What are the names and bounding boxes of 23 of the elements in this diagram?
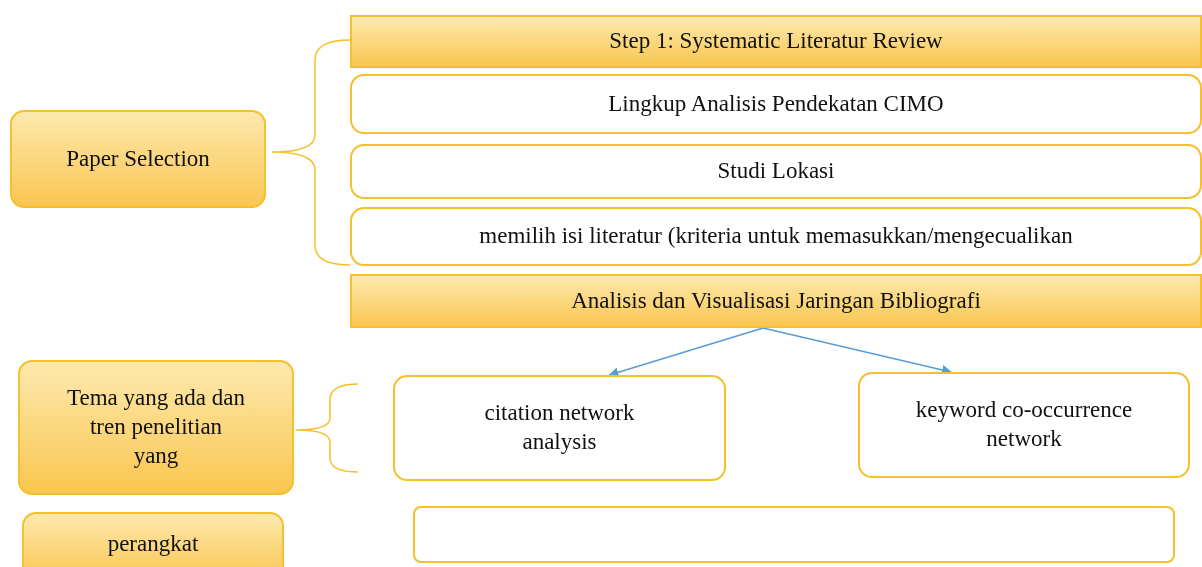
node-label: Step 1: Systematic Literatur Review xyxy=(609,27,943,56)
arrow xyxy=(608,327,764,378)
empty-box xyxy=(413,506,1175,563)
node-label: memilih isi literatur (kriteria untuk memasukkan/mengecualikan xyxy=(479,222,1073,251)
header-band xyxy=(350,274,1202,328)
node-label: Lingkup Analisis Pendekatan CIMO xyxy=(608,89,944,118)
arrow xyxy=(762,327,952,375)
node-label: perangkat xyxy=(107,530,199,558)
rounded-box xyxy=(350,207,1202,266)
node-label: citation network analysis xyxy=(483,399,636,456)
node-label: Paper Selection xyxy=(66,144,210,173)
node-label: Studi Lokasi xyxy=(717,157,835,186)
node-label: keyword co-occurrence network xyxy=(914,396,1134,453)
rounded-box xyxy=(10,110,266,208)
node-label: Analisis dan Visualisasi Jaringan Bibliografi xyxy=(571,286,981,315)
rounded-box xyxy=(393,375,726,481)
rounded-box xyxy=(22,512,284,567)
rounded-box xyxy=(18,360,294,495)
node-label: Tema yang ada dan tren penelitian yang xyxy=(66,384,246,470)
rounded-box xyxy=(350,144,1202,199)
rounded-box xyxy=(350,74,1202,134)
header-band xyxy=(350,15,1202,68)
rounded-box xyxy=(858,372,1190,478)
